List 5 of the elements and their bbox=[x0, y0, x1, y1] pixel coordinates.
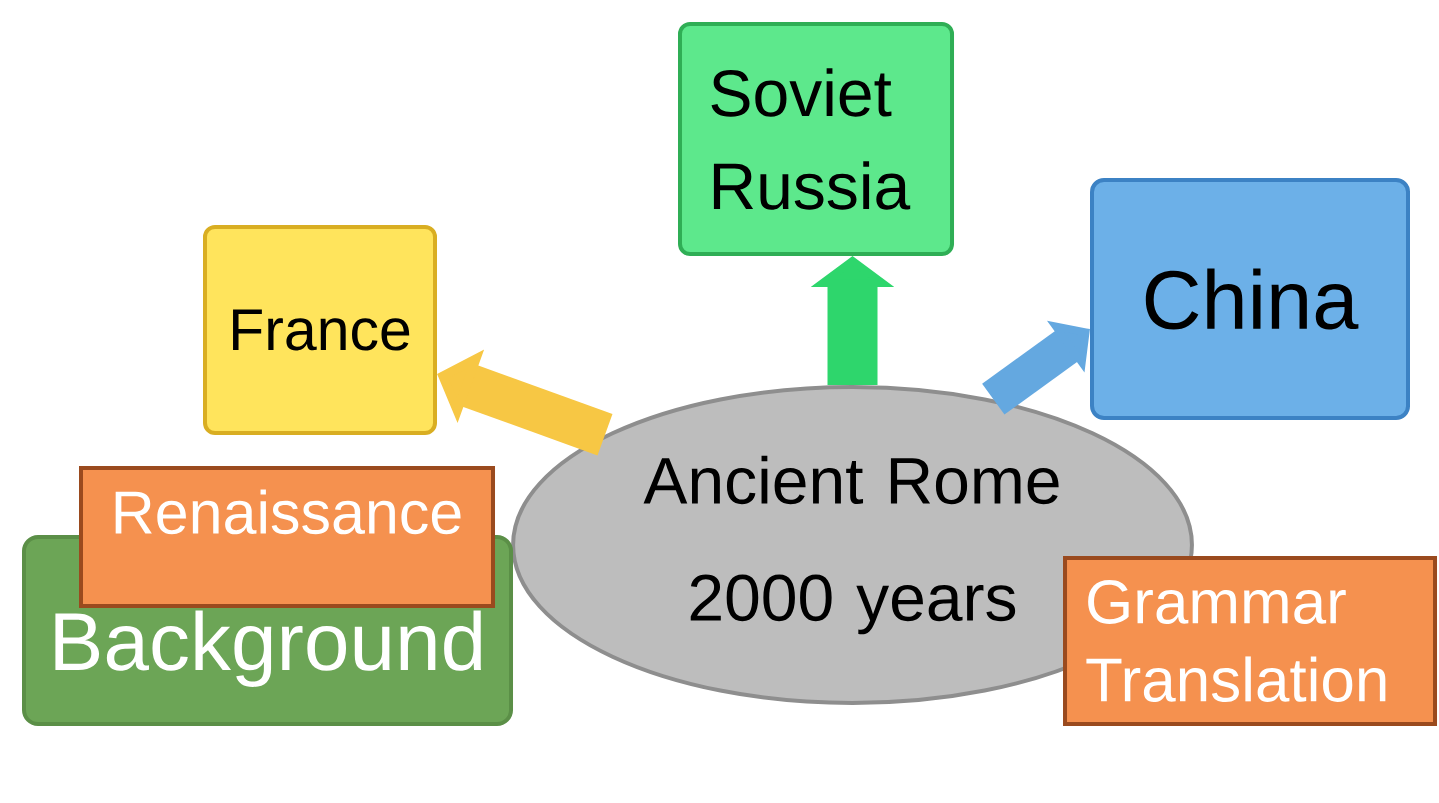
rounded-box: France bbox=[203, 225, 437, 435]
box: Renaissance bbox=[79, 466, 495, 608]
rounded-box: Soviet Russia bbox=[678, 22, 954, 256]
rounded-box: China bbox=[1090, 178, 1410, 420]
box: Grammar Translation bbox=[1063, 556, 1437, 726]
